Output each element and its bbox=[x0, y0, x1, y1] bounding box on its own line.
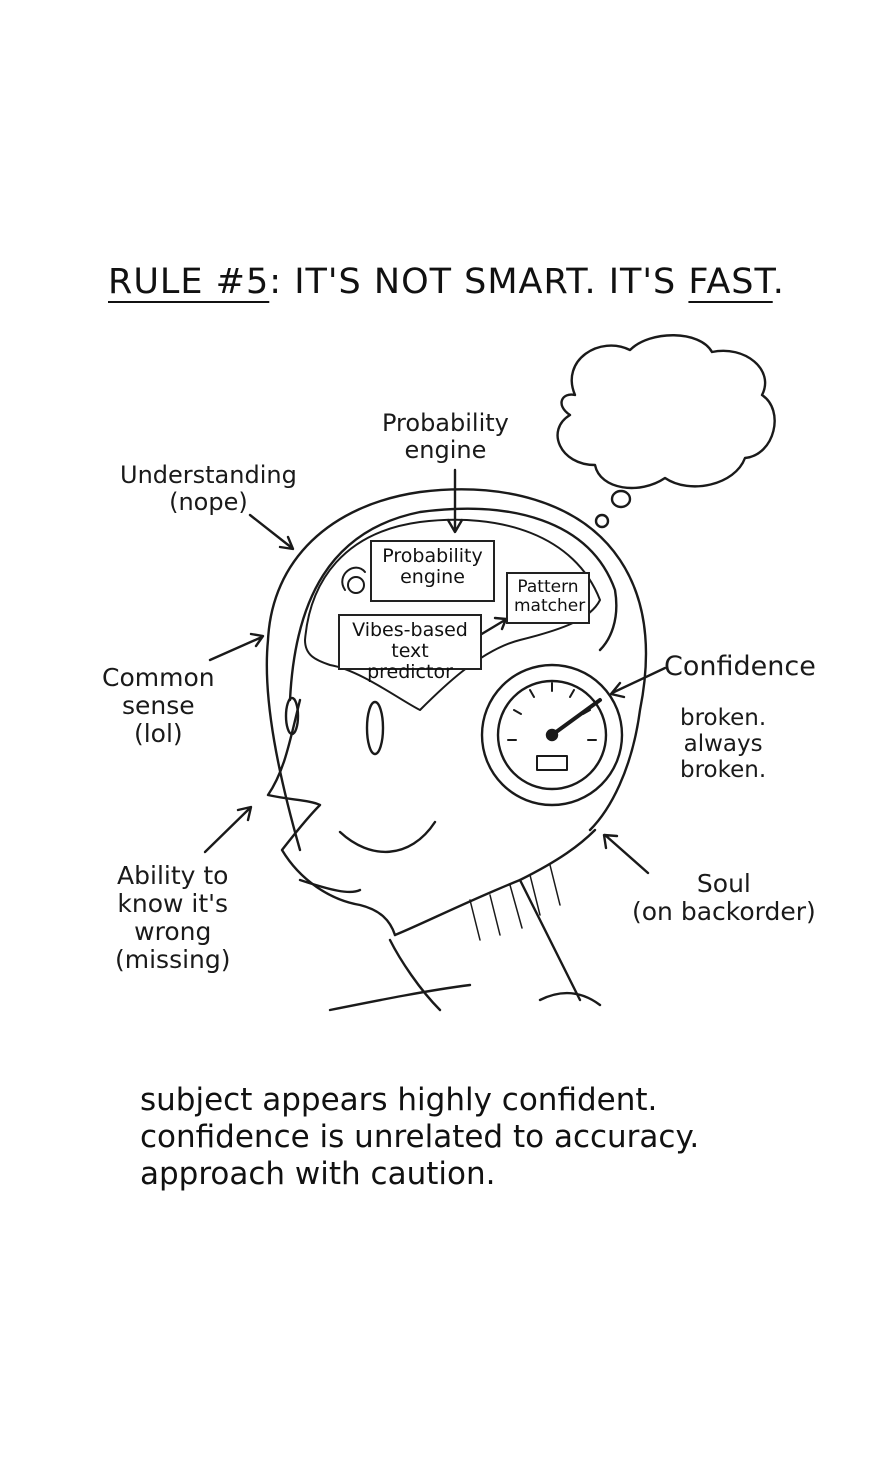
arrow-probability bbox=[446, 468, 464, 534]
rule-number: RULE #5 bbox=[108, 262, 270, 302]
label-confidence: Confidence bbox=[664, 651, 816, 682]
eye-right bbox=[365, 700, 385, 756]
gauge-pivot bbox=[545, 728, 559, 742]
eye-left bbox=[284, 696, 300, 736]
gauge-needle bbox=[550, 698, 602, 737]
thought-bubble bbox=[556, 334, 776, 490]
brain-gear bbox=[341, 566, 366, 591]
brain-box-pattern-matcher: Pattern matcher bbox=[506, 572, 590, 624]
arrow-understanding bbox=[248, 513, 295, 551]
label-ability-to-know: Ability to know it's wrong (missing) bbox=[115, 861, 231, 974]
brain-gear-hub bbox=[347, 576, 365, 594]
collar bbox=[388, 878, 582, 1012]
brain-window bbox=[304, 518, 601, 711]
gauge-display bbox=[536, 755, 568, 771]
label-soul: Soul (on backorder) bbox=[632, 869, 816, 926]
rule-statement: IT'S NOT SMART. IT'S bbox=[294, 262, 677, 302]
head-outline bbox=[265, 488, 648, 852]
arrow-soul bbox=[602, 833, 650, 875]
gauge-face bbox=[496, 679, 608, 791]
shoulder bbox=[328, 983, 602, 1012]
brain-box-probability-engine: Probability engine bbox=[370, 540, 495, 602]
caption: subject appears highly confident. confid… bbox=[140, 1082, 700, 1193]
face-profile bbox=[266, 698, 397, 937]
skull-rim bbox=[288, 507, 618, 702]
gauge-housing bbox=[480, 663, 624, 807]
thought-dot-small bbox=[594, 513, 610, 529]
smile bbox=[338, 820, 437, 853]
arrow-confidence bbox=[609, 666, 667, 699]
rule-emphasis: FAST bbox=[688, 262, 773, 302]
label-common-sense: Common sense (lol) bbox=[102, 663, 215, 748]
hatching bbox=[469, 864, 561, 941]
arrow-common-sense bbox=[208, 632, 265, 662]
label-confidence-note: broken. always broken. bbox=[680, 705, 767, 783]
brain-box-vibes-text-predictor: Vibes-based text predictor bbox=[338, 614, 482, 682]
rule-title: RULE #5: IT'S NOT SMART. IT'S FAST. bbox=[108, 262, 785, 302]
arrow-ability bbox=[203, 805, 253, 854]
thought-dot-large bbox=[610, 489, 632, 509]
label-probability-engine: Probability engine bbox=[382, 409, 509, 464]
gauge-ticks bbox=[507, 682, 597, 741]
arrow-vibes-to-pattern bbox=[478, 616, 508, 637]
jaw-line bbox=[298, 878, 362, 894]
neck bbox=[393, 828, 597, 937]
label-understanding: Understanding (nope) bbox=[120, 461, 297, 516]
